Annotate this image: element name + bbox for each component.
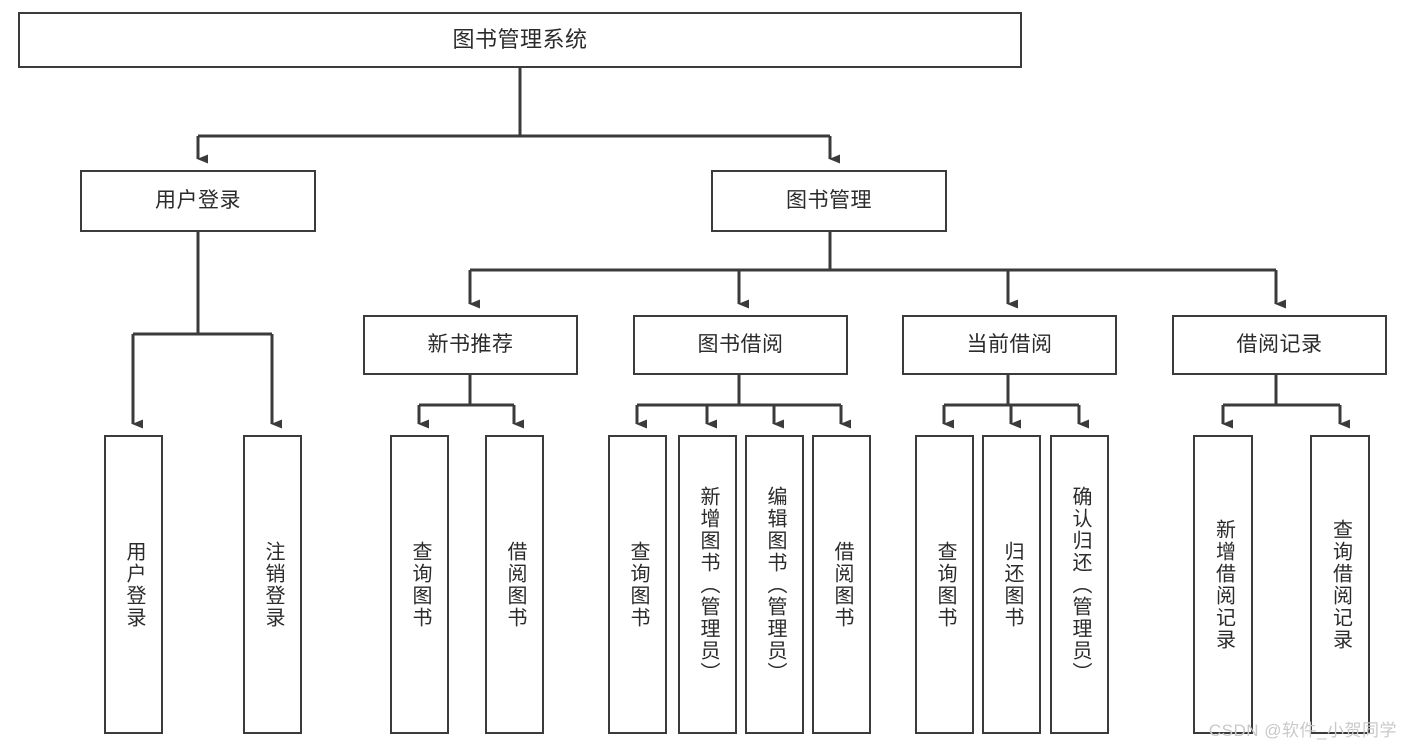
node-root-book-management-system[interactable]: 图书管理系统 bbox=[18, 12, 1022, 68]
leaf-new-book-borrow-book[interactable]: 借阅图书 bbox=[485, 435, 544, 734]
node-label: 确认归还（管理员） bbox=[1069, 485, 1091, 684]
leaf-current-borrow-return-book[interactable]: 归还图书 bbox=[982, 435, 1041, 734]
leaf-user-login-login[interactable]: 用户登录 bbox=[104, 435, 163, 734]
node-label: 查询图书 bbox=[934, 540, 956, 629]
leaf-borrow-record-add-record[interactable]: 新增借阅记录 bbox=[1193, 435, 1253, 734]
leaf-user-login-logout[interactable]: 注销登录 bbox=[243, 435, 302, 734]
node-label: 图书借阅 bbox=[697, 332, 784, 356]
leaf-current-borrow-query-book[interactable]: 查询图书 bbox=[915, 435, 974, 734]
node-book-management[interactable]: 图书管理 bbox=[711, 170, 947, 232]
node-label: 注销登录 bbox=[262, 540, 284, 629]
leaf-book-borrow-borrow-book[interactable]: 借阅图书 bbox=[812, 435, 871, 734]
leaf-book-borrow-query-book[interactable]: 查询图书 bbox=[608, 435, 667, 734]
node-current-borrow[interactable]: 当前借阅 bbox=[902, 315, 1117, 375]
node-label: 归还图书 bbox=[1001, 540, 1023, 629]
node-label: 借阅图书 bbox=[504, 540, 526, 629]
node-label: 新增图书（管理员） bbox=[697, 485, 719, 684]
node-new-book-recommend[interactable]: 新书推荐 bbox=[363, 315, 578, 375]
node-label: 当前借阅 bbox=[966, 332, 1053, 356]
node-label: 查询图书 bbox=[409, 540, 431, 629]
node-label: 编辑图书（管理员） bbox=[764, 485, 786, 684]
leaf-book-borrow-edit-book-admin[interactable]: 编辑图书（管理员） bbox=[745, 435, 804, 734]
node-label: 新增借阅记录 bbox=[1212, 518, 1235, 651]
leaf-current-borrow-confirm-return-admin[interactable]: 确认归还（管理员） bbox=[1050, 435, 1109, 734]
leaf-new-book-query-book[interactable]: 查询图书 bbox=[390, 435, 449, 734]
leaf-borrow-record-query-record[interactable]: 查询借阅记录 bbox=[1310, 435, 1370, 734]
node-label: 用户登录 bbox=[155, 188, 241, 212]
node-label: 图书管理系统 bbox=[452, 27, 588, 53]
node-book-borrow[interactable]: 图书借阅 bbox=[633, 315, 848, 375]
node-label: 查询图书 bbox=[627, 540, 649, 629]
node-label: 借阅图书 bbox=[831, 540, 853, 629]
node-user-login[interactable]: 用户登录 bbox=[80, 170, 316, 232]
leaf-book-borrow-add-book-admin[interactable]: 新增图书（管理员） bbox=[678, 435, 737, 734]
node-label: 图书管理 bbox=[786, 188, 872, 212]
node-label: 查询借阅记录 bbox=[1329, 518, 1352, 651]
node-label: 用户登录 bbox=[123, 540, 145, 629]
node-label: 借阅记录 bbox=[1236, 332, 1323, 356]
node-borrow-record[interactable]: 借阅记录 bbox=[1172, 315, 1387, 375]
node-label: 新书推荐 bbox=[427, 332, 514, 356]
